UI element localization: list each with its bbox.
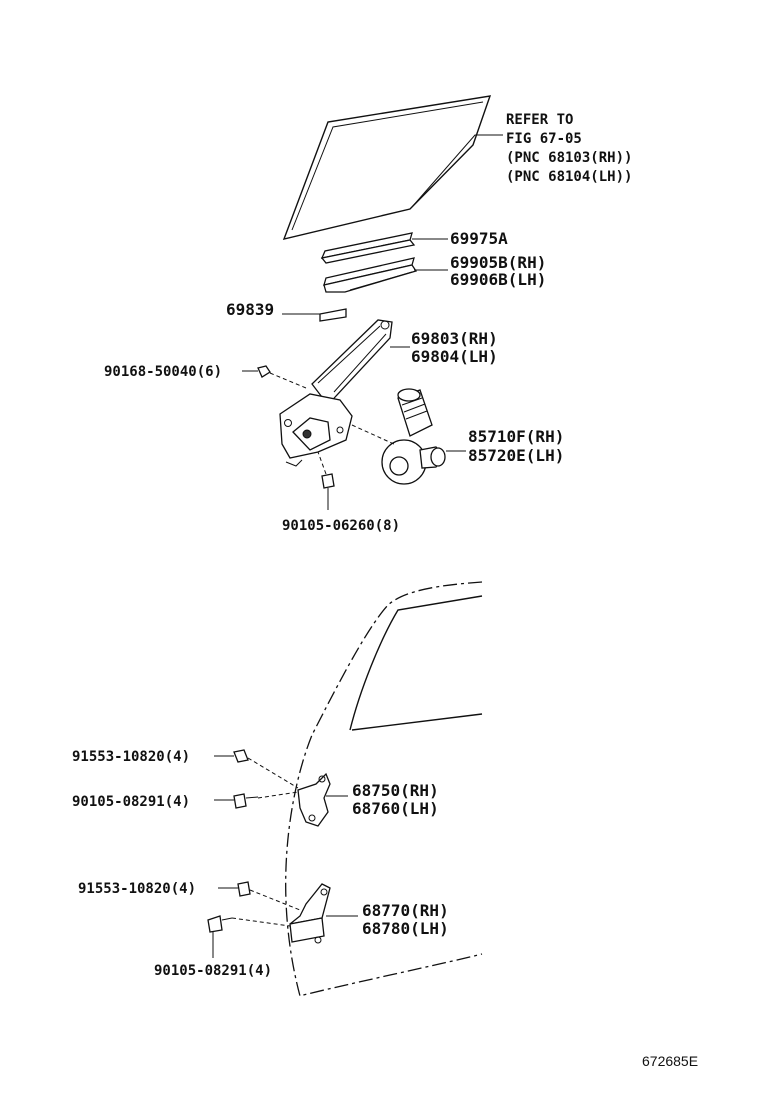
refer-line-3: (PNC 68103(RH)) bbox=[506, 150, 632, 166]
label-90168-50040: 90168-50040(6) bbox=[104, 364, 222, 380]
label-69839: 69839 bbox=[226, 300, 274, 319]
label-69804: 69804(LH) bbox=[411, 347, 498, 366]
hinge-lower bbox=[289, 883, 331, 944]
door-glass bbox=[282, 95, 492, 240]
refer-line-2: FIG 67-05 bbox=[506, 131, 582, 147]
figure-code: 672685E bbox=[642, 1053, 698, 1069]
label-69975a: 69975A bbox=[450, 229, 508, 248]
refer-line-1: REFER TO bbox=[506, 112, 573, 128]
label-90105-08291-a: 90105-08291(4) bbox=[72, 794, 190, 810]
dash-90168 bbox=[269, 372, 307, 389]
label-90105-06260: 90105-06260(8) bbox=[282, 518, 400, 534]
bolt-90105-upper bbox=[233, 793, 259, 809]
label-68770: 68770(RH) bbox=[362, 901, 449, 920]
bolt-90168-50040 bbox=[257, 365, 271, 378]
window-regulator bbox=[279, 319, 393, 467]
dash-90105-06260 bbox=[317, 451, 327, 475]
dash-90105-08291-b bbox=[231, 917, 291, 927]
label-68750: 68750(RH) bbox=[352, 781, 439, 800]
label-69803: 69803(RH) bbox=[411, 329, 498, 348]
label-91553-10820-b: 91553-10820(4) bbox=[78, 881, 196, 897]
window-motor bbox=[381, 388, 446, 485]
dash-90105-08291-a bbox=[257, 791, 299, 799]
dash-motor bbox=[351, 424, 397, 446]
bolt-90105-06260 bbox=[321, 473, 335, 489]
label-90105-08291-b: 90105-08291(4) bbox=[154, 963, 272, 979]
label-68760: 68760(LH) bbox=[352, 799, 439, 818]
glass-channel-69975a bbox=[320, 232, 416, 264]
bolt-90105-lower bbox=[207, 915, 233, 933]
door-outline bbox=[285, 581, 483, 997]
bolt-91553-upper bbox=[233, 749, 249, 763]
refer-line-4: (PNC 68104(LH)) bbox=[506, 169, 632, 185]
dash-91553-b bbox=[249, 889, 301, 911]
dash-91553-a bbox=[247, 757, 299, 789]
label-69906b: 69906B(LH) bbox=[450, 270, 546, 289]
pad-69839 bbox=[319, 308, 347, 322]
bolt-91553-lower bbox=[237, 881, 251, 897]
label-85720e: 85720E(LH) bbox=[468, 446, 564, 465]
hinge-upper bbox=[297, 772, 331, 827]
glass-channel-69905b bbox=[323, 257, 418, 293]
label-91553-10820-a: 91553-10820(4) bbox=[72, 749, 190, 765]
label-69905b: 69905B(RH) bbox=[450, 253, 546, 272]
label-85710f: 85710F(RH) bbox=[468, 427, 564, 446]
leader-refer bbox=[411, 134, 503, 208]
label-68780: 68780(LH) bbox=[362, 919, 449, 938]
